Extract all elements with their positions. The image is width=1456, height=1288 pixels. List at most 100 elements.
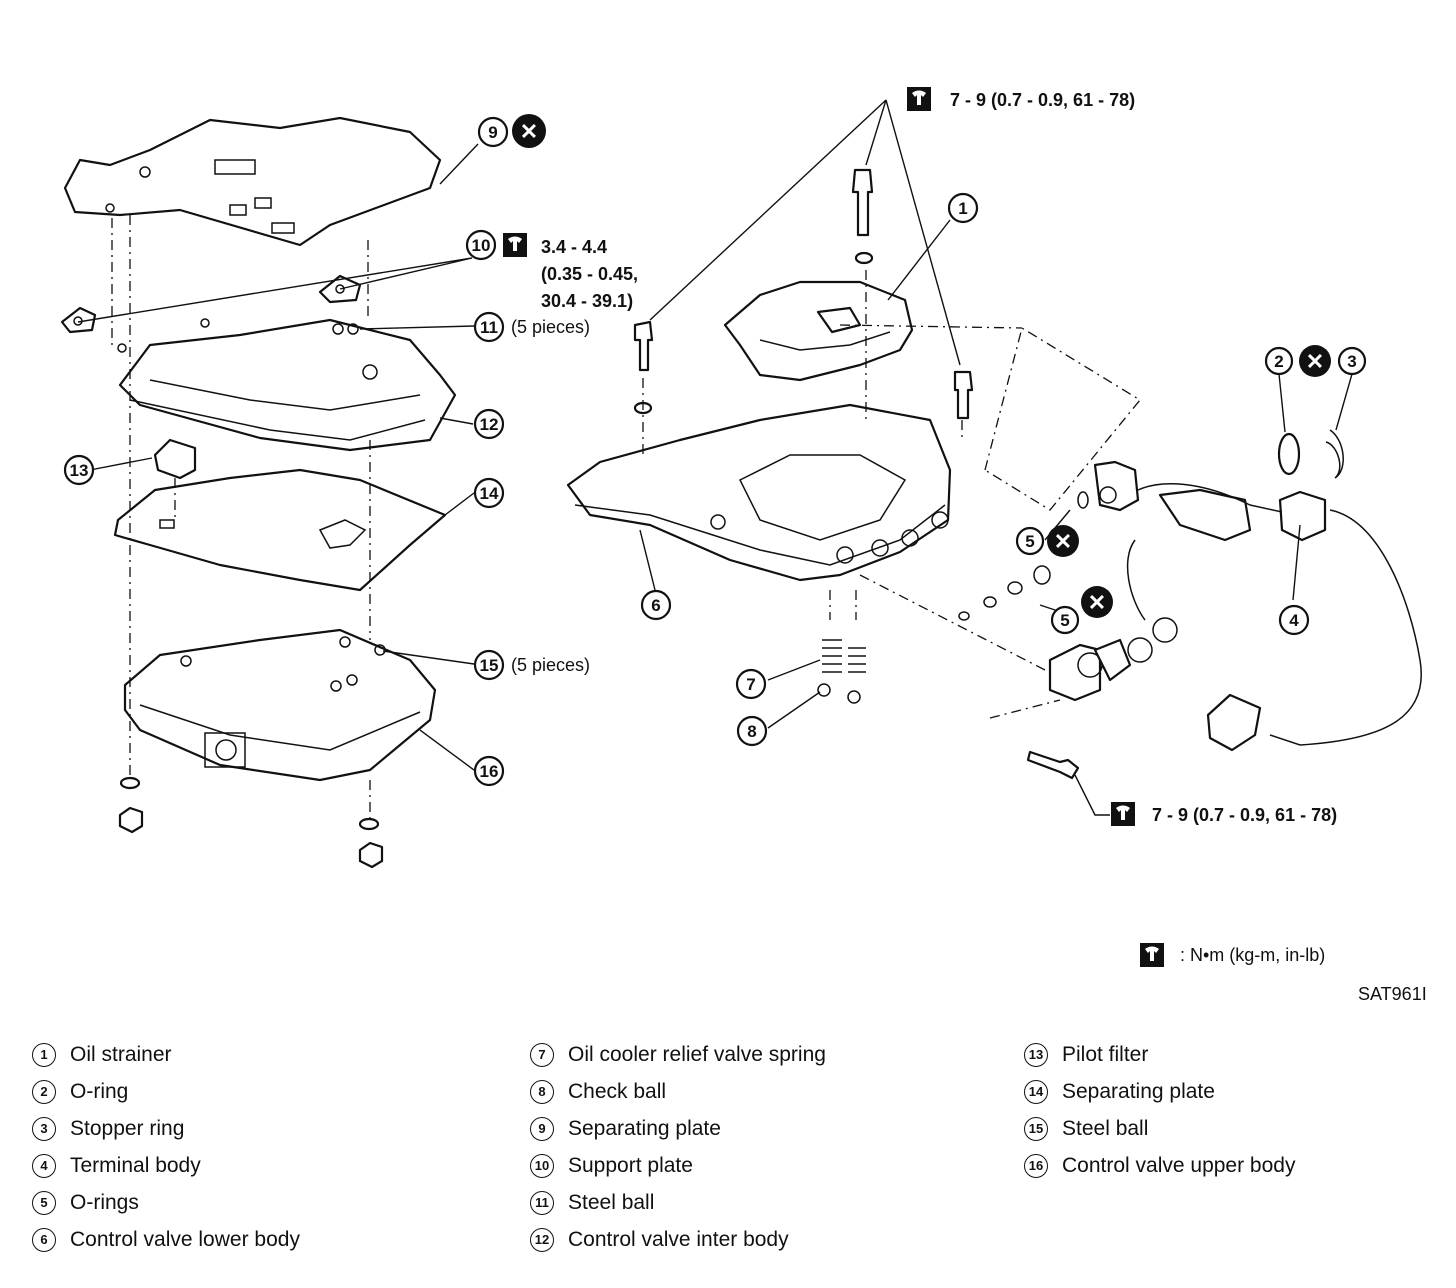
o-ring-5: [958, 611, 970, 621]
svg-text:✕: ✕: [1088, 590, 1106, 615]
callout-10: 10: [465, 229, 497, 261]
torque-spec-support-1: 3.4 - 4.4: [541, 237, 607, 257]
leader-16: [419, 729, 475, 771]
leader-14: [444, 492, 475, 516]
leader-9: [439, 143, 479, 185]
plate-slot: [271, 222, 295, 234]
torque-spec-top: 7 - 9 (0.7 - 0.9, 61 - 78): [950, 90, 1135, 110]
svg-text:✕: ✕: [1306, 349, 1324, 374]
leader-6: [639, 529, 656, 591]
svg-text:✕: ✕: [1054, 529, 1072, 554]
bolt: [1026, 750, 1080, 780]
separating-plate-14: [113, 468, 447, 592]
callout-16: 16: [473, 755, 505, 787]
callout-6: 6: [640, 589, 672, 621]
do-not-reuse-x-icon: ✕: [512, 114, 546, 148]
o-ring-5: [1007, 581, 1023, 595]
callout-2: 2: [1264, 346, 1294, 376]
plate-slot: [229, 204, 247, 216]
svg-text:11: 11: [480, 318, 498, 337]
stopper-ring-3: [1325, 429, 1344, 479]
o-ring-5: [983, 596, 997, 608]
leader-4: [1292, 524, 1301, 601]
pilot-filter-13: [153, 438, 197, 480]
svg-text:12: 12: [480, 415, 499, 434]
steel-ball-15: [346, 674, 358, 686]
lower-body-6: [566, 403, 952, 582]
o-ring-2: [1277, 432, 1301, 476]
callout-4: 4: [1278, 604, 1310, 636]
callout-9: 9: [477, 116, 509, 148]
exploded-view-drawing: 1 2 3 4 5 5 6 7 8 9 10 11 12 13 14 15 16…: [60, 87, 1427, 1004]
oil-strainer-1: [723, 280, 914, 382]
upper-body-16: [123, 628, 437, 782]
callout-14: 14: [473, 477, 505, 509]
steel-ball-15: [374, 644, 386, 656]
plate-hole: [139, 166, 151, 178]
torque-spec-support-2: (0.35 - 0.45,: [541, 264, 638, 284]
torque-wrench-icon: [907, 87, 931, 111]
svg-text:15: 15: [480, 656, 499, 675]
svg-text:2: 2: [1274, 352, 1283, 371]
plate-slot: [254, 197, 272, 209]
svg-text:16: 16: [480, 762, 499, 781]
svg-text:3: 3: [1347, 352, 1356, 371]
relief-valve-spring: [848, 647, 866, 673]
leader-13: [89, 457, 153, 471]
bolt: [851, 168, 874, 237]
steel-ball-15: [330, 680, 342, 692]
support-plate-tab: [60, 306, 97, 334]
piece-note-15: (5 pieces): [511, 655, 590, 675]
svg-text:10: 10: [472, 236, 491, 255]
leader-12: [439, 417, 474, 425]
check-ball-8: [817, 683, 831, 697]
terminal-body-4: [1048, 643, 1102, 702]
svg-text:1: 1: [958, 199, 967, 218]
o-ring-5: [1033, 565, 1051, 585]
leader-7: [767, 659, 821, 681]
callout-13: 13: [63, 454, 95, 486]
washer: [119, 776, 141, 790]
leader-8: [767, 691, 821, 729]
separating-plate-9: [63, 116, 442, 247]
bolt: [633, 320, 654, 372]
steel-ball-11: [347, 323, 359, 335]
o-ring-5: [1077, 491, 1089, 509]
torque-wrench-icon: [503, 233, 527, 257]
svg-text:14: 14: [480, 484, 499, 503]
torque-leader-top: [649, 99, 961, 366]
check-ball: [847, 690, 861, 704]
callout-1: 1: [947, 192, 979, 224]
leader-10: [77, 257, 473, 323]
svg-text:9: 9: [488, 123, 497, 142]
svg-text:6: 6: [651, 596, 660, 615]
svg-text:13: 13: [70, 461, 89, 480]
callout-15: 15: [473, 649, 505, 681]
torque-wrench-icon: [1140, 943, 1164, 967]
torque-spec-bottom: 7 - 9 (0.7 - 0.9, 61 - 78): [1152, 805, 1337, 825]
torque-spec-support-3: 30.4 - 39.1): [541, 291, 633, 311]
washer: [854, 251, 874, 265]
steel-ball-15: [339, 636, 351, 648]
svg-text:5: 5: [1060, 611, 1069, 630]
plate-hole: [105, 203, 115, 213]
do-not-reuse-x-icon: ✕: [1047, 525, 1079, 557]
leader-1: [887, 219, 951, 301]
nut: [118, 806, 144, 834]
callout-5b: 5: [1050, 605, 1080, 635]
